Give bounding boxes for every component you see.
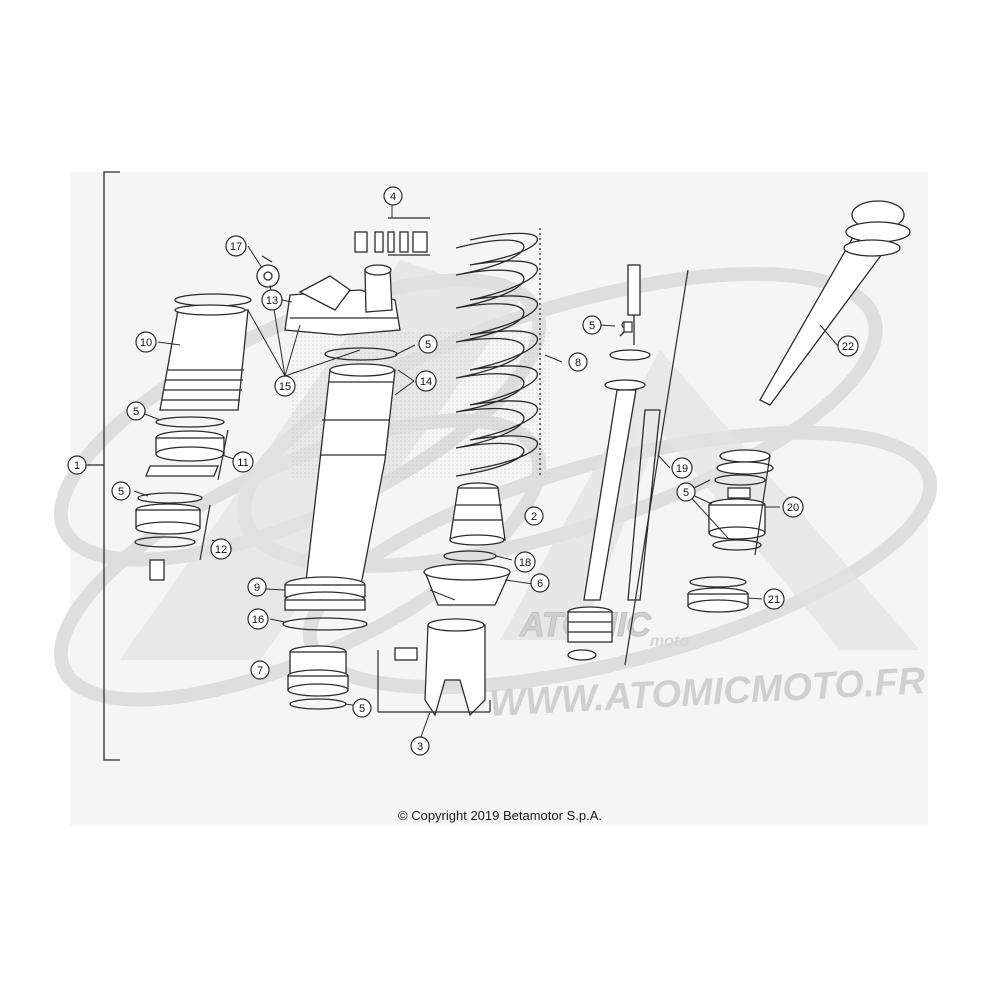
callout-4[interactable]: 4 <box>383 186 403 206</box>
part-valve-stack <box>708 449 774 551</box>
svg-text:5: 5 <box>359 703 365 715</box>
callout-10[interactable]: 10 <box>135 331 157 353</box>
callout-2[interactable]: 2 <box>524 506 544 526</box>
svg-text:5: 5 <box>118 486 124 498</box>
part-coil-spring <box>455 228 541 478</box>
svg-text:5: 5 <box>683 487 689 499</box>
svg-text:10: 10 <box>140 337 152 349</box>
callout-5-cap[interactable]: 5 <box>111 481 131 501</box>
callout-5-reservoir[interactable]: 5 <box>126 401 146 421</box>
callout-3[interactable]: 3 <box>410 736 430 756</box>
callout-5-head[interactable]: 5 <box>418 334 438 354</box>
callout-5-valve-stack[interactable]: 5 <box>676 482 696 502</box>
svg-text:22: 22 <box>842 341 854 353</box>
part-small-set <box>354 231 428 253</box>
part-piston <box>687 576 749 613</box>
svg-text:9: 9 <box>254 582 260 594</box>
svg-text:1: 1 <box>74 460 80 472</box>
svg-text:20: 20 <box>787 502 799 514</box>
callout-5-shaft-top[interactable]: 5 <box>582 315 602 335</box>
callout-20[interactable]: 20 <box>782 496 804 518</box>
callout-8[interactable]: 8 <box>568 352 588 372</box>
callout-17[interactable]: 17 <box>225 235 247 257</box>
part-screw <box>621 321 633 333</box>
part-bump-cup <box>287 645 349 697</box>
svg-text:21: 21 <box>768 594 780 606</box>
copyright-notice: © Copyright 2019 Betamotor S.p.A. <box>398 808 602 823</box>
svg-text:6: 6 <box>537 578 543 590</box>
svg-text:8: 8 <box>575 357 581 369</box>
callouts: 1 2 3 4 5 5 5 5 5 5 5 6 7 8 9 10 11 12 1… <box>67 186 859 756</box>
part-drawings <box>134 200 911 717</box>
svg-text:12: 12 <box>215 544 227 556</box>
part-shaft-assembly <box>759 200 911 406</box>
part-clevis <box>394 618 486 717</box>
callout-7[interactable]: 7 <box>250 660 270 680</box>
svg-text:15: 15 <box>279 381 291 393</box>
svg-text:3: 3 <box>417 741 423 753</box>
part-reservoir-piston <box>145 430 225 477</box>
svg-text:4: 4 <box>390 191 396 203</box>
callout-14[interactable]: 14 <box>415 370 437 392</box>
svg-text:17: 17 <box>230 241 242 253</box>
svg-text:14: 14 <box>420 376 432 388</box>
part-circlip <box>282 617 368 631</box>
svg-text:5: 5 <box>589 320 595 332</box>
callout-15[interactable]: 15 <box>274 375 296 397</box>
watermark-brand-sub: moto <box>650 633 689 650</box>
callout-19[interactable]: 19 <box>671 457 693 479</box>
svg-text:18: 18 <box>519 557 531 569</box>
part-oring-a <box>155 416 225 428</box>
callout-6[interactable]: 6 <box>530 573 550 593</box>
callout-18[interactable]: 18 <box>514 551 536 573</box>
part-shock-body <box>304 347 398 591</box>
svg-text:16: 16 <box>252 614 264 626</box>
svg-text:2: 2 <box>531 511 537 523</box>
part-reservoir <box>159 293 252 411</box>
part-spring-collar <box>284 576 366 611</box>
svg-text:19: 19 <box>676 463 688 475</box>
callout-9[interactable]: 9 <box>247 577 267 597</box>
svg-text:7: 7 <box>257 665 263 677</box>
assembly-bracket <box>88 171 120 761</box>
group-brackets <box>199 217 771 713</box>
svg-text:11: 11 <box>237 457 248 469</box>
callout-16[interactable]: 16 <box>247 608 269 630</box>
part-spring-seat <box>423 563 511 606</box>
callout-5-bottom[interactable]: 5 <box>352 698 372 718</box>
callout-11[interactable]: 11 <box>232 451 254 473</box>
part-adjuster-cap <box>256 255 280 288</box>
part-oring-b <box>137 492 203 504</box>
part-bump-stop <box>449 482 506 546</box>
part-shock-head <box>284 264 401 336</box>
callout-22[interactable]: 22 <box>837 335 859 357</box>
part-oring-c <box>289 698 347 710</box>
part-shaft <box>567 264 661 661</box>
svg-text:13: 13 <box>266 295 278 307</box>
part-reservoir-cap <box>134 503 201 581</box>
svg-text:5: 5 <box>425 339 431 351</box>
svg-text:5: 5 <box>133 406 139 418</box>
callout-12[interactable]: 12 <box>210 538 232 560</box>
callout-13[interactable]: 13 <box>261 289 283 311</box>
callout-1[interactable]: 1 <box>67 455 87 475</box>
callout-21[interactable]: 21 <box>763 588 785 610</box>
